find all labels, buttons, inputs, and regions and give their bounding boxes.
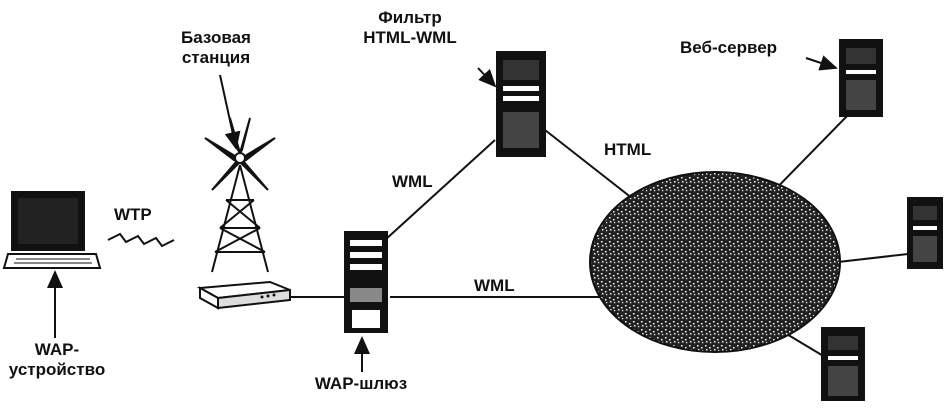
wml-upper-label: WML — [392, 172, 433, 191]
server-icon-3 — [821, 327, 865, 401]
web-server-label: Веб-сервер — [680, 38, 778, 57]
line-gateway-to-filter — [384, 139, 496, 241]
html-label: HTML — [604, 140, 652, 159]
wtp-label: WTP — [114, 205, 152, 224]
filter-label-line2: HTML-WML — [363, 28, 457, 47]
wap-gateway-server-icon — [344, 231, 388, 333]
base-station-label-line2: станция — [181, 48, 251, 67]
server-icon-2 — [907, 197, 943, 269]
arrow-to-webserver — [805, 55, 838, 71]
base-station-label: Базовая станция — [168, 28, 264, 68]
arrow-to-filter — [477, 67, 497, 88]
filter-server-icon — [496, 51, 546, 157]
arrow-to-tower — [219, 74, 241, 150]
internet-cloud-icon — [589, 171, 841, 353]
base-station-box-icon — [196, 280, 291, 310]
wap-gateway-label: WAP-шлюз — [314, 374, 408, 393]
wireless-signal-icon — [107, 232, 175, 248]
base-station-label-line1: Базовая — [181, 28, 251, 47]
filter-label-line1: Фильтр — [378, 8, 442, 27]
radio-tower-icon — [204, 117, 276, 273]
wml-lower-label: WML — [474, 276, 515, 295]
wap-device-label-line2: устройство — [8, 360, 106, 379]
line-network-to-server2 — [837, 253, 909, 263]
laptop-icon — [2, 191, 102, 269]
filter-label: Фильтр HTML-WML — [355, 8, 465, 48]
web-server-icon — [839, 39, 883, 117]
wap-device-label: WAP- устройство — [2, 340, 112, 380]
wap-device-label-line1: WAP- — [34, 340, 80, 359]
